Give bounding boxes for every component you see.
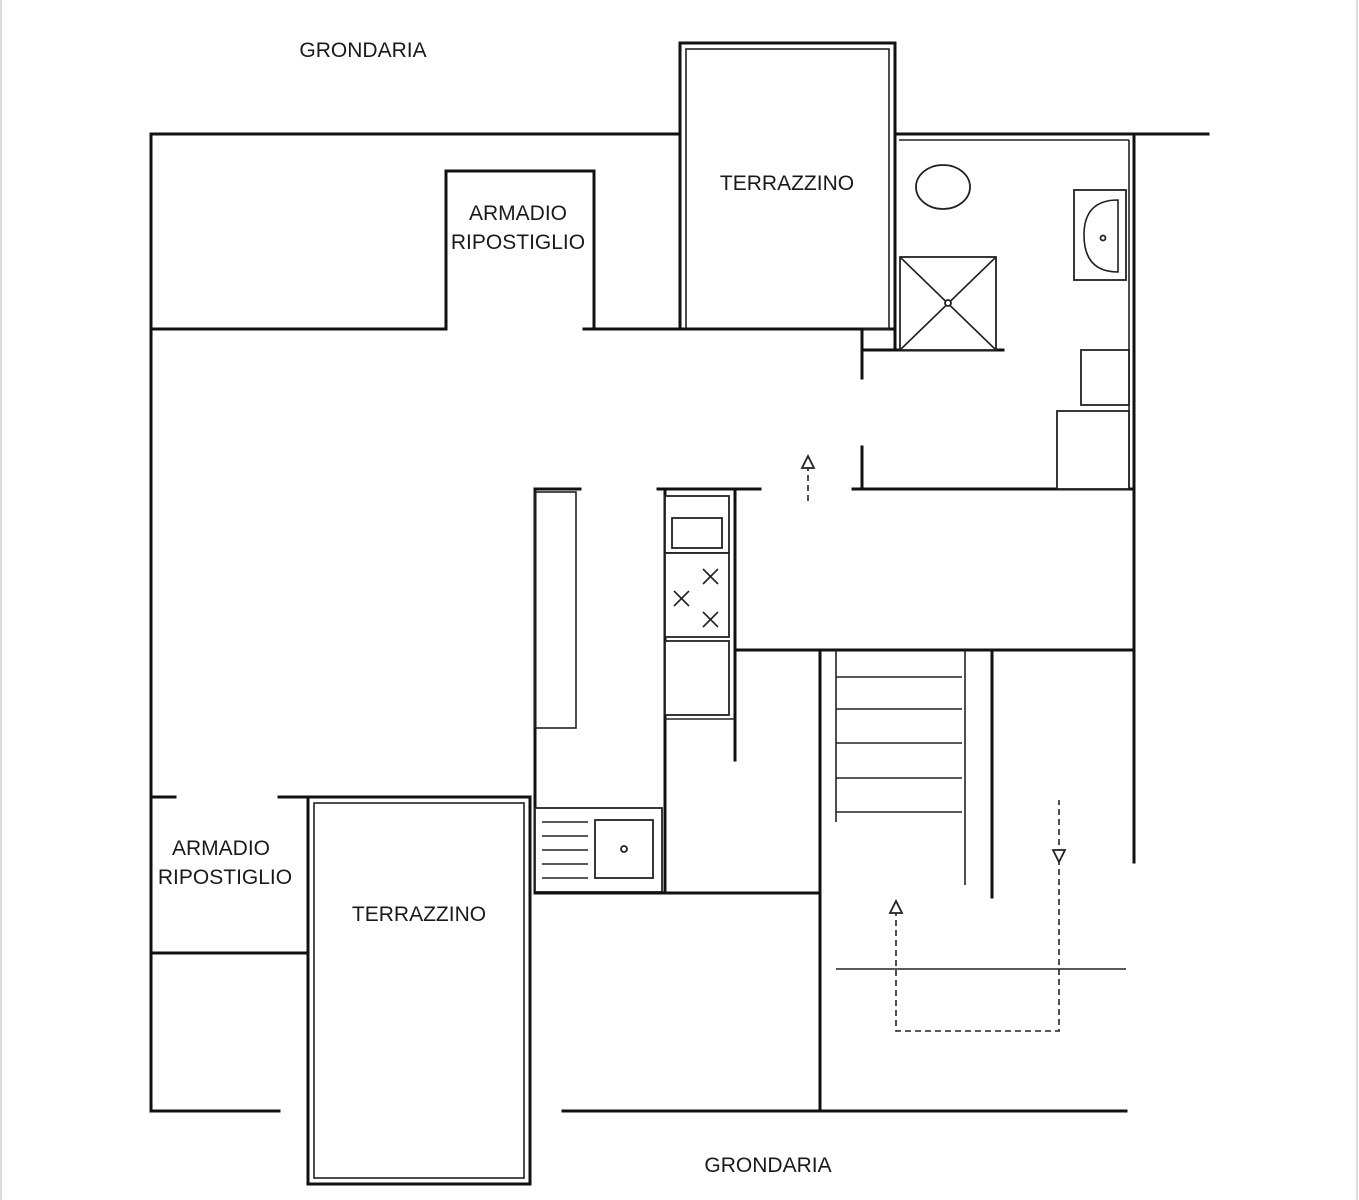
armadio-top-label: ARMADIO xyxy=(469,202,567,225)
sink-icon xyxy=(534,807,663,893)
armadio-ripostiglio-bottom xyxy=(149,795,310,955)
shower-tray-icon xyxy=(899,256,997,351)
stair-direction-arrows-icon xyxy=(888,800,1067,1032)
door-arrow-up-icon xyxy=(800,453,816,505)
terrazzino-top-label: TERRAZZINO xyxy=(720,172,854,195)
kitchen xyxy=(656,487,737,895)
terrazzino-bottom-label: TERRAZZINO xyxy=(352,903,486,926)
grondaria-top-label: GRONDARIA xyxy=(299,39,426,62)
terrazzino-bottom xyxy=(306,795,532,1186)
staircase xyxy=(818,648,1126,1113)
grondaria-bottom-label: GRONDARIA xyxy=(704,1154,831,1177)
armadio-bottom-label: ARMADIO xyxy=(172,837,270,860)
toilet-icon xyxy=(915,164,971,210)
washbasin-icon xyxy=(1073,189,1127,281)
armadio-ripostiglio-top xyxy=(149,169,682,331)
bathroom-cabinet-icon xyxy=(1056,349,1130,490)
ripostiglio-bottom-label: RIPOSTIGLIO xyxy=(158,866,292,889)
ripostiglio-top-label: RIPOSTIGLIO xyxy=(451,231,585,254)
kitchen-cabinet-icon xyxy=(664,640,730,716)
hallway-walls xyxy=(733,487,1136,762)
stove-icon xyxy=(664,552,730,638)
